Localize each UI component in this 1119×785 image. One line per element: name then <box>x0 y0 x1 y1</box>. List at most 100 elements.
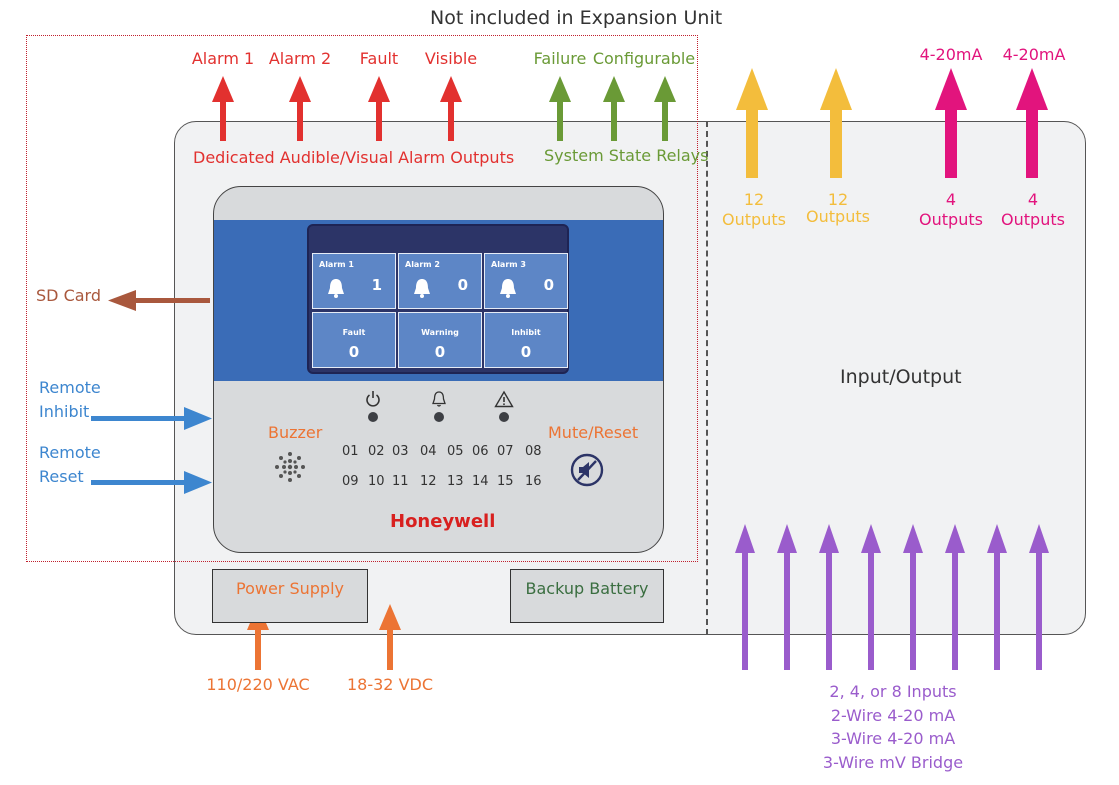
channel-04: 04 <box>420 444 437 459</box>
tile-fault[interactable]: Fault 0 <box>312 312 396 368</box>
arrow-remote-inhibit <box>91 416 186 421</box>
backup-battery-box: Backup Battery <box>510 569 664 623</box>
expansion-exclusion-border <box>26 35 698 562</box>
bell-icon <box>414 279 430 298</box>
tile-value: 0 <box>348 343 360 361</box>
ma-label-2: 4-20mA <box>1002 45 1066 64</box>
tile-inhibit[interactable]: Inhibit 0 <box>484 312 568 368</box>
arrow-fault <box>376 100 382 141</box>
remote-inhibit-label-1: Remote <box>39 378 101 397</box>
tile-label: Fault <box>342 328 366 337</box>
ma-outputs-count-1: 4 <box>945 190 957 209</box>
arrow-failure <box>557 100 563 141</box>
sd-card-label: SD Card <box>36 286 101 305</box>
tile-label: Alarm 1 <box>319 260 354 269</box>
label-visible: Visible <box>424 49 478 68</box>
power-led <box>368 412 378 422</box>
buzzer-icon <box>275 452 305 482</box>
arrow-ma-outputs-2 <box>1026 108 1038 178</box>
backup-battery-label: Backup Battery <box>525 579 649 598</box>
channel-09: 09 <box>342 474 359 489</box>
bell-icon <box>328 279 344 298</box>
label-configurable: Configurable <box>592 49 696 68</box>
expansion-divider <box>706 121 708 635</box>
relays-group-label: System State Relays <box>544 146 709 165</box>
channel-07: 07 <box>497 444 514 459</box>
remote-reset-label-2: Reset <box>39 467 84 486</box>
mute-reset-label: Mute/Reset <box>548 423 639 442</box>
relay-outputs-count-2: 12 <box>827 190 849 209</box>
arrow-configurable-2 <box>662 100 668 141</box>
ma-outputs-unit-2: Outputs <box>1001 210 1065 229</box>
tile-warning[interactable]: Warning 0 <box>398 312 482 368</box>
inputs-line-2: 2-Wire 4-20 mA <box>830 706 956 725</box>
ma-label-1: 4-20mA <box>919 45 983 64</box>
arrow-visible <box>448 100 454 141</box>
power-supply-box: Power Supply <box>212 569 368 623</box>
tile-value: 0 <box>543 276 554 294</box>
inputs-line-1: 2, 4, or 8 Inputs <box>829 682 957 701</box>
tile-value: 0 <box>434 343 446 361</box>
expansion-title: Not included in Expansion Unit <box>430 7 723 29</box>
tile-label: Alarm 3 <box>491 260 526 269</box>
relay-outputs-unit-2: Outputs <box>806 207 870 226</box>
label-alarm-1: Alarm 1 <box>191 49 255 68</box>
mute-reset-button[interactable] <box>570 453 604 487</box>
arrow-remote-reset <box>91 480 186 485</box>
inputs-line-4: 3-Wire mV Bridge <box>822 753 964 772</box>
alarm-output-arrows <box>212 76 462 141</box>
tile-alarm-1[interactable]: Alarm 1 1 <box>312 253 396 309</box>
tile-label: Warning <box>421 328 459 337</box>
remote-inhibit-label-2: Inhibit <box>39 402 90 421</box>
channel-02: 02 <box>368 444 385 459</box>
channel-11: 11 <box>392 474 409 489</box>
honeywell-logo: Honeywell <box>390 511 496 532</box>
channel-06: 06 <box>472 444 489 459</box>
arrow-alarm-1 <box>220 100 226 141</box>
warning-icon <box>494 390 514 408</box>
channel-14: 14 <box>472 474 489 489</box>
ma-outputs-count-2: 4 <box>1027 190 1039 209</box>
sd-card-arrow <box>108 290 210 311</box>
input-arrows <box>735 524 1049 670</box>
channel-15: 15 <box>497 474 514 489</box>
alarm-outputs-group-label: Dedicated Audible/Visual Alarm Outputs <box>193 148 515 167</box>
channel-08: 08 <box>525 444 542 459</box>
relay-arrows <box>549 76 676 141</box>
remote-arrows <box>91 407 212 494</box>
arrow-configurable-1 <box>611 100 617 141</box>
channel-01: 01 <box>342 444 359 459</box>
channel-05: 05 <box>447 444 464 459</box>
relay-outputs-count-1: 12 <box>743 190 765 209</box>
channel-03: 03 <box>392 444 409 459</box>
power-icon <box>366 391 380 407</box>
tile-value: 0 <box>457 276 468 294</box>
fault-led <box>499 412 509 422</box>
power-supply-label: Power Supply <box>236 579 344 598</box>
io-title: Input/Output <box>840 366 962 388</box>
label-fault: Fault <box>359 49 399 68</box>
arrow-ma-outputs-1 <box>945 108 957 178</box>
control-panel: Alarm 1 1 Alarm 2 0 Alarm 3 0 Fault 0 Wa… <box>213 186 664 553</box>
bell-icon <box>432 391 446 407</box>
label-failure: Failure <box>533 49 587 68</box>
channel-13: 13 <box>447 474 464 489</box>
inputs-line-3: 3-Wire 4-20 mA <box>830 729 956 748</box>
arrow-relay-outputs-2 <box>830 108 842 178</box>
tile-label: Alarm 2 <box>405 260 440 269</box>
buzzer-label: Buzzer <box>268 423 323 442</box>
channel-12: 12 <box>420 474 437 489</box>
tile-alarm-2[interactable]: Alarm 2 0 <box>398 253 482 309</box>
bell-icon <box>500 279 516 298</box>
display-screen: Alarm 1 1 Alarm 2 0 Alarm 3 0 Fault 0 Wa… <box>307 224 569 374</box>
arrow-vdc <box>387 628 393 670</box>
channel-16: 16 <box>525 474 542 489</box>
tile-label: Inhibit <box>511 328 541 337</box>
ma-output-arrows <box>935 68 1048 178</box>
arrow-relay-outputs-1 <box>746 108 758 178</box>
relay-outputs-unit-1: Outputs <box>722 210 786 229</box>
tile-value: 1 <box>371 276 382 294</box>
vac-label: 110/220 VAC <box>206 675 310 694</box>
tile-alarm-3[interactable]: Alarm 3 0 <box>484 253 568 309</box>
